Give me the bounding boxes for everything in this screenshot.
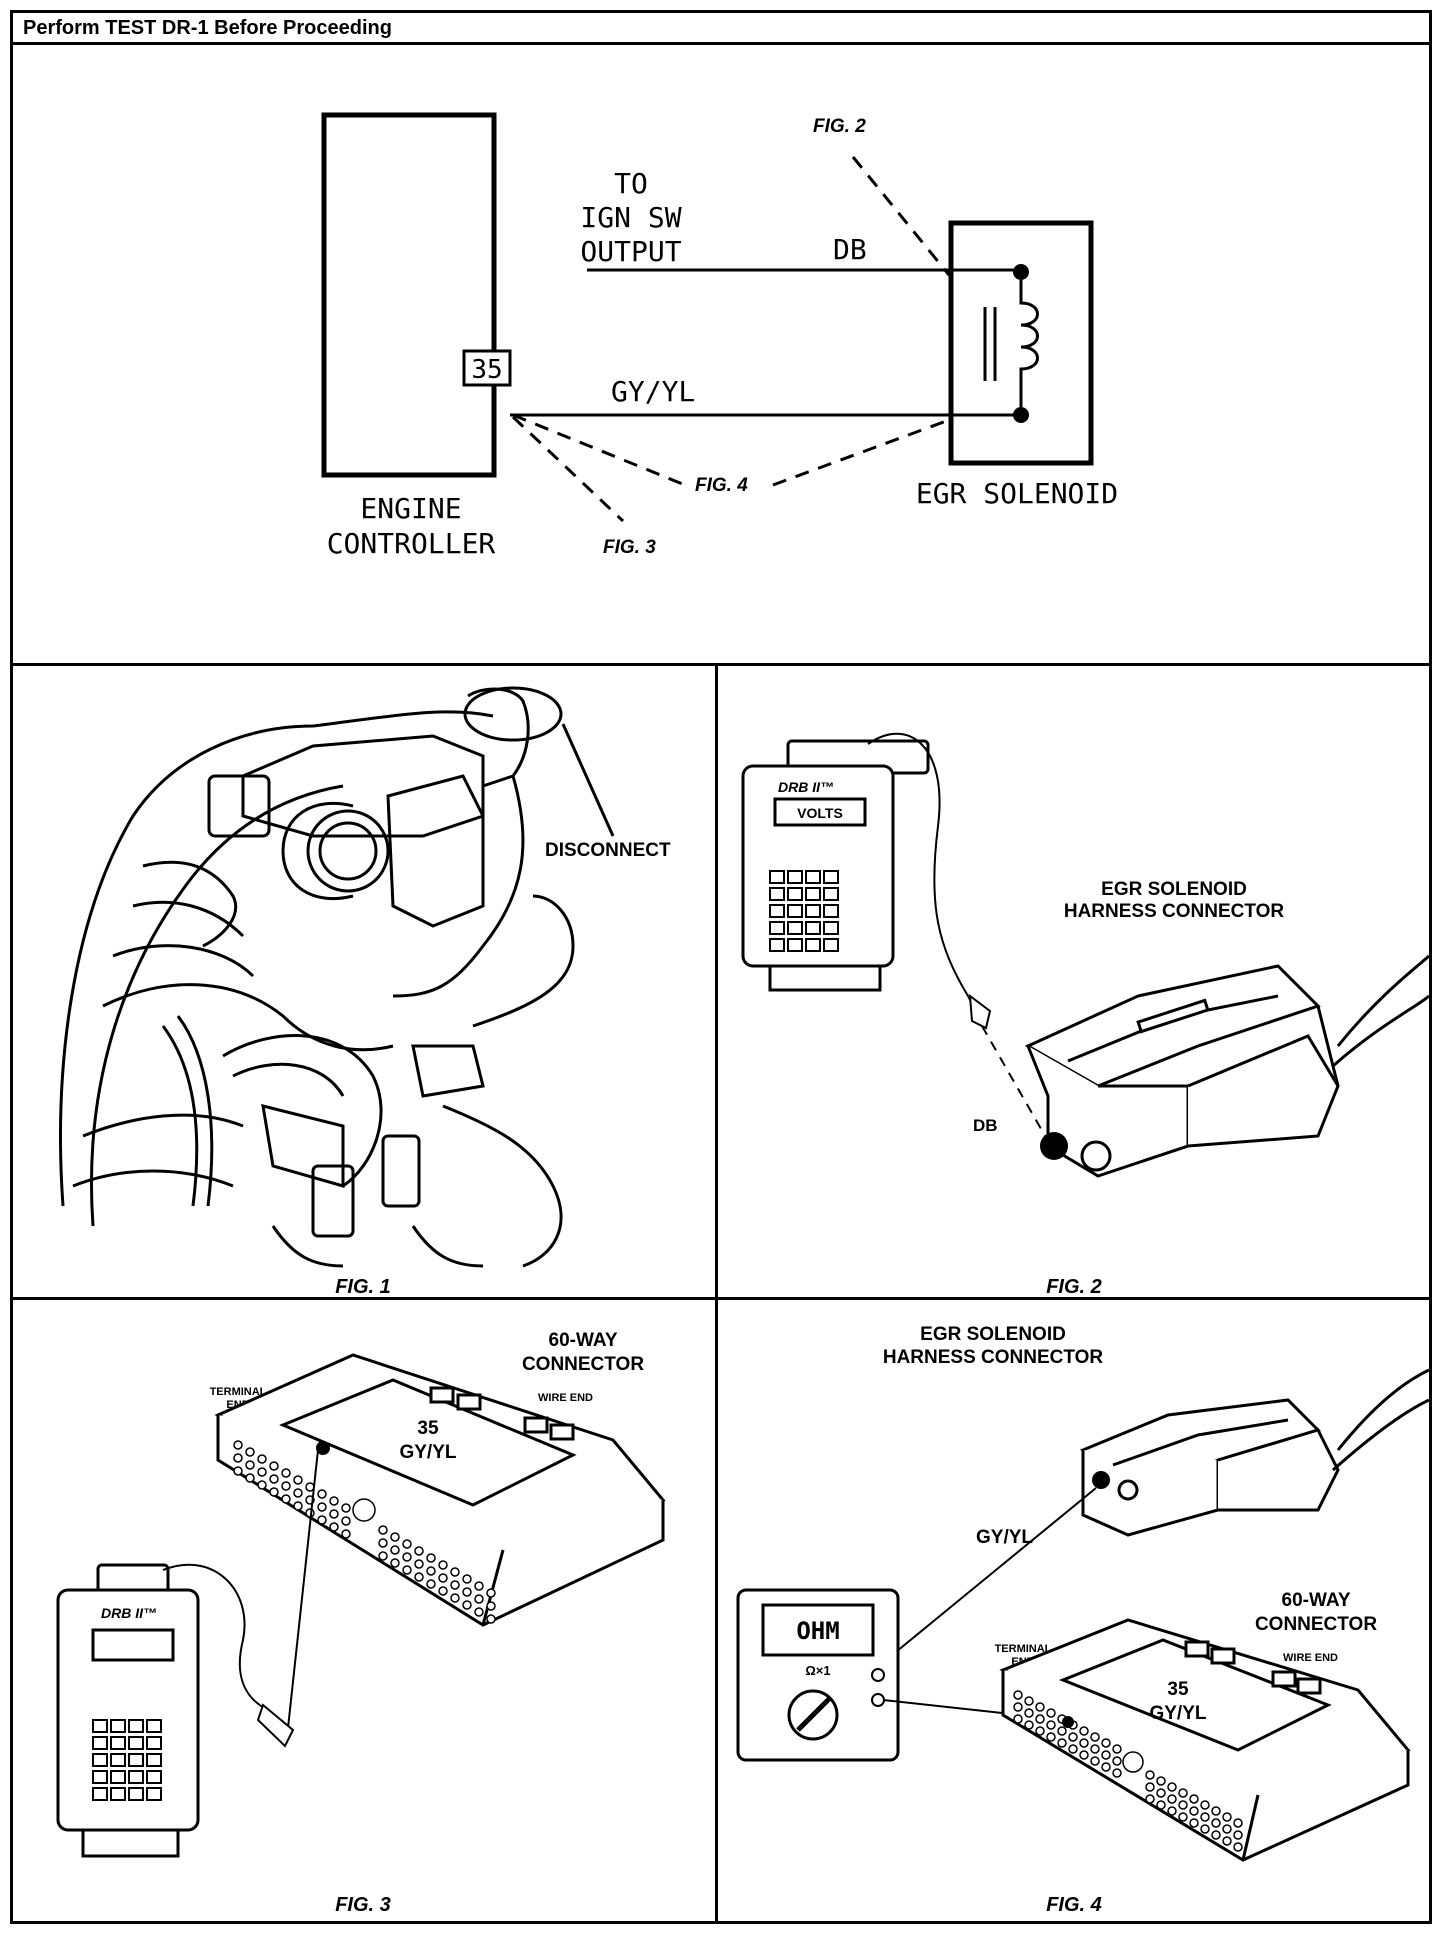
fig4-ref-label: FIG. 4 [695, 475, 748, 496]
60-way-connector [214, 1353, 666, 1627]
fig3-drb-tool: DRB II™ [56, 1563, 200, 1858]
fig3-connector-label-2: CONNECTOR [522, 1354, 644, 1375]
fig4-gy-yl-terminal [1092, 1471, 1110, 1489]
connector-pin-field [233, 1440, 496, 1624]
solenoid-terminal-bottom [1013, 407, 1029, 423]
ohmmeter-range: Ω×1 [805, 1663, 830, 1678]
feed-label-to: TO [614, 167, 648, 200]
probe-dashed [981, 1025, 1049, 1142]
fig4-wire-label: GY/YL [976, 1527, 1033, 1548]
wire-gy-yl-label: GY/YL [611, 375, 695, 408]
solenoid-coil [1019, 280, 1039, 407]
probe-tip [968, 993, 992, 1030]
fig4-lead-to-harness [879, 1487, 1097, 1666]
disconnect-label: DISCONNECT [545, 840, 671, 861]
drb-brand: DRB II™ [778, 779, 834, 795]
ohmmeter-display-text: OHM [796, 1617, 839, 1645]
controller-label-1: ENGINE [360, 492, 461, 525]
wiring-schematic: 35 ENGINE CONTROLLER TO IGN SW OUTPUT DB… [13, 45, 1429, 666]
fig4-connector-top-2: HARNESS CONNECTOR [883, 1347, 1104, 1368]
controller-label-2: CONTROLLER [327, 527, 496, 560]
fig2-ref-label: FIG. 2 [813, 116, 866, 137]
db-terminal [1040, 1132, 1068, 1160]
page-header: Perform TEST DR-1 Before Proceeding [13, 13, 1429, 45]
page-title: Perform TEST DR-1 Before Proceeding [23, 17, 392, 39]
fig1-panel: DISCONNECT FIG. 1 [13, 666, 718, 1300]
fig4-ref-line-b [772, 418, 950, 487]
fig4-60-way-connector [999, 1618, 1411, 1862]
solenoid-terminal-top [1013, 264, 1029, 280]
fig2-connector-label-1: EGR SOLENOID [1101, 879, 1247, 900]
fig4-connector-label-2: CONNECTOR [1255, 1614, 1377, 1635]
egr-harness-connector [1024, 954, 1429, 1178]
fig2-ref-line [851, 156, 951, 276]
fig4-pin-number: 35 [1167, 1679, 1189, 1700]
pin-35 [316, 1441, 330, 1455]
diagnostic-page: Perform TEST DR-1 Before Proceeding 35 E… [10, 10, 1432, 1924]
fig4-pin-color: GY/YL [1149, 1703, 1206, 1724]
fig3-caption: FIG. 3 [335, 1894, 391, 1916]
fig3-probe-line [287, 1449, 319, 1729]
pin-35-box [462, 349, 512, 387]
fig4-connector-label-1: 60-WAY [1282, 1590, 1351, 1611]
fig3-probe-tip [256, 1703, 295, 1748]
fig4-terminal-end-1: TERMINAL [995, 1643, 1052, 1655]
fig4-caption: FIG. 4 [1046, 1894, 1102, 1916]
fig4-wire-end: WIRE END [1283, 1652, 1338, 1664]
fig2-panel: DRB II™ VOLTS EGR SOLENOID HARNESS CONNE… [718, 666, 1429, 1300]
wire-db-label: DB [833, 233, 867, 266]
fig1-caption: FIG. 1 [335, 1276, 391, 1297]
ohmmeter: OHM Ω×1 [736, 1588, 900, 1762]
egr-solenoid-box [948, 220, 1094, 466]
disconnect-circle [463, 686, 563, 742]
empty-terminal [1080, 1140, 1112, 1172]
fig3-pin-color: GY/YL [399, 1442, 456, 1463]
fig3-ref-line [511, 415, 625, 523]
probe-lead [867, 732, 981, 1020]
fig4-panel: EGR SOLENOID HARNESS CONNECTOR GY/YL OHM… [718, 1300, 1429, 1921]
fig4-egr-harness-connector [1079, 1368, 1429, 1537]
drb-display [773, 797, 867, 827]
fig3-connector-label-1: 60-WAY [549, 1330, 618, 1351]
fig3-ref-label: FIG. 3 [603, 537, 656, 558]
engine-bay-illustration [59, 686, 575, 1268]
disconnect-pointer [561, 723, 615, 837]
fig3-probe-lead [162, 1563, 269, 1711]
pin-35-label: 35 [471, 355, 502, 385]
ohmmeter-display [761, 1603, 875, 1657]
egr-solenoid-label: EGR SOLENOID [916, 477, 1118, 510]
fig3-drb-brand: DRB II™ [101, 1605, 157, 1621]
drb-display-text: VOLTS [797, 805, 843, 821]
fig4-connector-top-1: EGR SOLENOID [920, 1324, 1066, 1345]
ohmmeter-jack-1 [871, 1668, 885, 1682]
ohmmeter-jack-2 [871, 1693, 885, 1707]
fig4-pin-35 [1062, 1716, 1074, 1728]
fig2-connector-label-2: HARNESS CONNECTOR [1064, 901, 1285, 922]
feed-label-ign: IGN SW [580, 201, 681, 234]
fig4-pin-field [1013, 1690, 1243, 1852]
db-terminal-label: DB [973, 1116, 998, 1135]
drb-tool: DRB II™ VOLTS [741, 739, 930, 992]
fig3-terminal-end-1: TERMINAL [210, 1386, 267, 1398]
fig3-wire-end: WIRE END [538, 1392, 593, 1404]
feed-label-output: OUTPUT [580, 235, 681, 268]
fig4-ref-line-a [512, 413, 686, 487]
fig4-empty-terminal [1117, 1479, 1139, 1501]
fig3-panel: 60-WAY CONNECTOR TERMINAL END WIRE END [13, 1300, 718, 1921]
fig3-pin-number: 35 [417, 1418, 439, 1439]
fig2-caption: FIG. 2 [1046, 1276, 1102, 1297]
engine-controller-box [321, 112, 497, 478]
